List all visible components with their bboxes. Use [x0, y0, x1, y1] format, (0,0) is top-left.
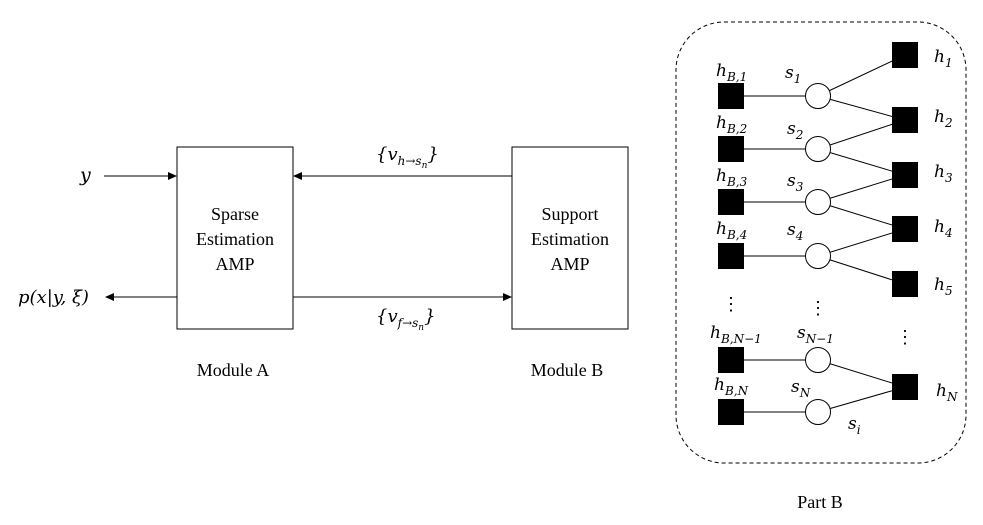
- module-a-box: [176, 146, 294, 330]
- hb-factor-node: [718, 399, 744, 425]
- s-variable-node: [805, 136, 831, 162]
- module-a-line-1: Sparse: [211, 204, 259, 224]
- h-factor-node: [892, 107, 918, 133]
- s-node-label: s1: [785, 63, 801, 86]
- s-variable-node: [805, 399, 831, 425]
- hb-factor-node: [718, 347, 744, 373]
- hb-factor-node: [718, 243, 744, 269]
- output-posterior-label: p(x|y, ξ): [18, 287, 89, 308]
- h-node-label: h3: [934, 162, 953, 185]
- edge-s-h: [817, 201, 906, 230]
- hb-node-label: hB,2: [716, 113, 747, 136]
- edge-s-h: [817, 174, 906, 203]
- factor-graph-nodes: [718, 42, 918, 425]
- module-b: Support Estimation AMP Module B: [511, 146, 629, 380]
- h-factor-node: [892, 374, 918, 400]
- part-b-dashed-border: [675, 21, 967, 464]
- module-b-line-3: AMP: [550, 254, 589, 274]
- input-y-label: y: [79, 164, 91, 186]
- module-a-line-3: AMP: [215, 254, 254, 274]
- factor-graph-edges: [731, 54, 906, 413]
- h-factor-node: [892, 42, 918, 68]
- s-variable-node: [805, 189, 831, 215]
- hb-node-label: hB,3: [716, 166, 748, 189]
- s-node-label: s2: [787, 119, 803, 142]
- hb-node-label: hB,1: [716, 61, 747, 84]
- hb-node-label: hB,N: [714, 375, 749, 398]
- factor-graph: Part B hB,1 hB,2 hB,3 hB,4 hB,N−1 hB,N s1 s2 s3 s…: [675, 21, 967, 512]
- s-node-label: s3: [787, 171, 804, 194]
- module-a: Sparse Estimation AMP Module A: [176, 146, 294, 380]
- module-b-line-1: Support: [541, 204, 598, 224]
- message-top-label: {vh→sn}: [376, 144, 439, 171]
- message-bottom-label: {vf→sn}: [376, 306, 436, 333]
- module-b-box: [511, 146, 629, 330]
- hb-factor-node: [718, 83, 744, 109]
- edge-s-h: [817, 148, 906, 176]
- hb-factor-node: [718, 189, 744, 215]
- si-label: si: [848, 414, 861, 437]
- module-a-line-2: Estimation: [196, 229, 274, 249]
- h-factor-node: [892, 216, 918, 242]
- h-ellipsis: ⋮: [896, 327, 914, 347]
- s-node-label: s4: [787, 220, 803, 243]
- module-a-caption: Module A: [197, 360, 270, 380]
- h-factor-node: [892, 162, 918, 188]
- edge-s-h: [817, 54, 906, 97]
- h-node-label: h5: [934, 275, 953, 298]
- s-variable-node: [805, 243, 831, 269]
- s-node-label: sN: [791, 377, 811, 400]
- edge-s-h: [817, 228, 906, 257]
- s-variable-node: [805, 83, 831, 109]
- s-node-label: sN−1: [797, 323, 834, 346]
- hb-node-label: hB,4: [716, 219, 747, 242]
- h-node-label: h2: [934, 107, 953, 130]
- edge-s-h: [817, 255, 906, 285]
- factor-graph-labels: hB,1 hB,2 hB,3 hB,4 hB,N−1 hB,N s1 s2 s3 s4 sN−1 sN…: [710, 47, 958, 437]
- edge-s-h: [817, 95, 906, 121]
- edge-s-h: [817, 359, 906, 388]
- h-node-label: hN: [936, 381, 958, 404]
- s-ellipsis: ⋮: [809, 298, 827, 318]
- module-b-line-2: Estimation: [531, 229, 609, 249]
- edge-s-h: [817, 386, 906, 413]
- hb-ellipsis: ⋮: [722, 294, 740, 314]
- h-node-label: h1: [934, 47, 953, 70]
- h-node-label: h4: [934, 217, 953, 240]
- hb-node-label: hB,N−1: [710, 323, 762, 346]
- s-variable-node: [805, 347, 831, 373]
- hb-factor-node: [718, 136, 744, 162]
- edge-s-h: [817, 119, 906, 150]
- module-b-caption: Module B: [531, 360, 604, 380]
- h-factor-node: [892, 271, 918, 297]
- part-b-caption: Part B: [797, 492, 843, 512]
